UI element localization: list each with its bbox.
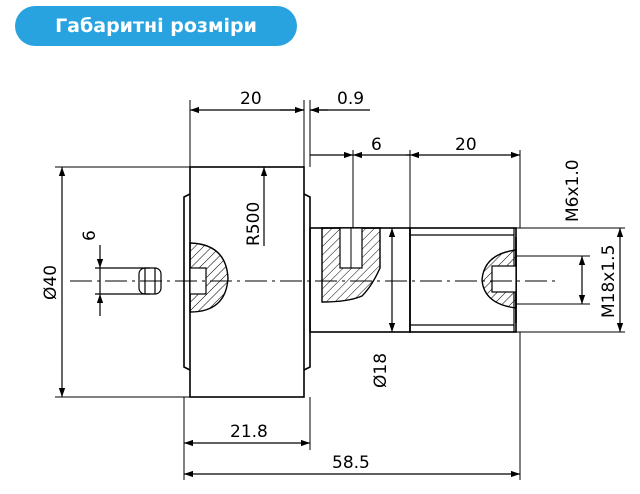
dim-m18: M18x1.5 — [599, 245, 619, 318]
dim-6-hole: 6 — [80, 230, 100, 241]
dim-d40: Ø40 — [41, 265, 61, 300]
dim-0-9: 0.9 — [337, 89, 364, 109]
extension-lines — [55, 100, 625, 480]
dim-20-shaft: 20 — [455, 135, 477, 155]
dimension-lines — [58, 106, 624, 478]
dim-d18: Ø18 — [371, 353, 391, 388]
dim-r500: R500 — [244, 202, 264, 246]
dim-21-8: 21.8 — [230, 422, 268, 442]
dim-58-5: 58.5 — [332, 453, 370, 473]
shaft-right-cut — [481, 249, 517, 309]
dim-20-top: 20 — [240, 89, 262, 109]
shaft-left-cut — [321, 227, 381, 303]
title-text: Габаритні розміри — [55, 15, 257, 37]
dim-m6: M6x1.0 — [563, 159, 583, 222]
title-badge: Габаритні розміри — [15, 6, 297, 46]
roller-section-cut — [189, 242, 229, 313]
dim-6-shaft: 6 — [371, 135, 382, 155]
